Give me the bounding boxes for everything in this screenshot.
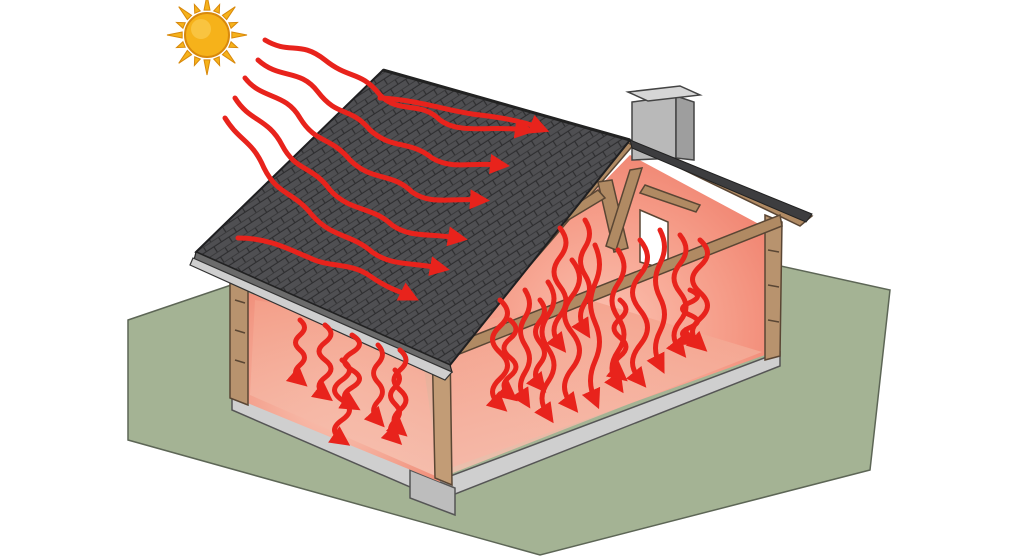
sun-ray bbox=[166, 31, 183, 39]
heat-arrow bbox=[545, 225, 569, 353]
heat-arrow bbox=[222, 115, 450, 276]
heat-arrow bbox=[485, 297, 510, 412]
heat-arrow bbox=[310, 322, 334, 402]
sun-ray bbox=[175, 40, 186, 49]
heat-arrow bbox=[242, 75, 490, 210]
heat-arrow bbox=[232, 95, 468, 247]
heat-arrow bbox=[235, 235, 419, 301]
heat-arrow bbox=[285, 317, 308, 387]
chimney bbox=[625, 85, 703, 161]
heat-arrow bbox=[571, 217, 592, 339]
heat-arrow bbox=[525, 297, 547, 393]
sun-ray bbox=[228, 40, 239, 49]
sun-ray bbox=[193, 56, 202, 67]
interior-heat-arrows bbox=[285, 217, 710, 446]
heat-arrow bbox=[377, 95, 550, 134]
sun-ray bbox=[212, 56, 221, 67]
sun-ray bbox=[221, 6, 236, 21]
sun-ray bbox=[221, 49, 236, 64]
heat-arrow bbox=[605, 297, 629, 382]
roof bbox=[189, 68, 813, 381]
heat-arrow bbox=[676, 287, 700, 346]
sun-ray bbox=[228, 21, 239, 30]
sun-ray bbox=[231, 31, 248, 39]
sun-ray bbox=[203, 59, 211, 76]
heat-arrow bbox=[495, 317, 519, 402]
heat-arrow bbox=[625, 237, 650, 388]
heat-arrow bbox=[363, 342, 385, 428]
sun-ray bbox=[178, 6, 193, 21]
heat-arrow bbox=[380, 367, 403, 446]
sun-ray bbox=[203, 0, 211, 11]
solar-radiation-arrows bbox=[222, 37, 550, 301]
heat-arrow bbox=[385, 347, 409, 437]
sun-ray bbox=[175, 21, 186, 30]
sun-ray bbox=[193, 3, 202, 14]
sun-ray bbox=[212, 3, 221, 14]
heat-arrow bbox=[646, 227, 667, 374]
heat-arrow bbox=[581, 242, 602, 410]
heat-arrow bbox=[511, 287, 532, 409]
heat-arrow bbox=[665, 232, 689, 358]
heat-arrow bbox=[262, 37, 535, 139]
heat-arrow bbox=[255, 57, 510, 174]
sun-icon bbox=[166, 0, 248, 76]
sun-ray bbox=[178, 49, 193, 64]
heat-arrow bbox=[328, 357, 352, 446]
wall-framing bbox=[229, 208, 783, 487]
